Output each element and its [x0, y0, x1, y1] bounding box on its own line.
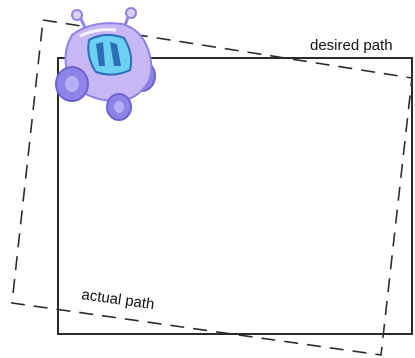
actual-path-label: actual path [80, 286, 155, 313]
desired-path-label: desired path [310, 37, 393, 54]
